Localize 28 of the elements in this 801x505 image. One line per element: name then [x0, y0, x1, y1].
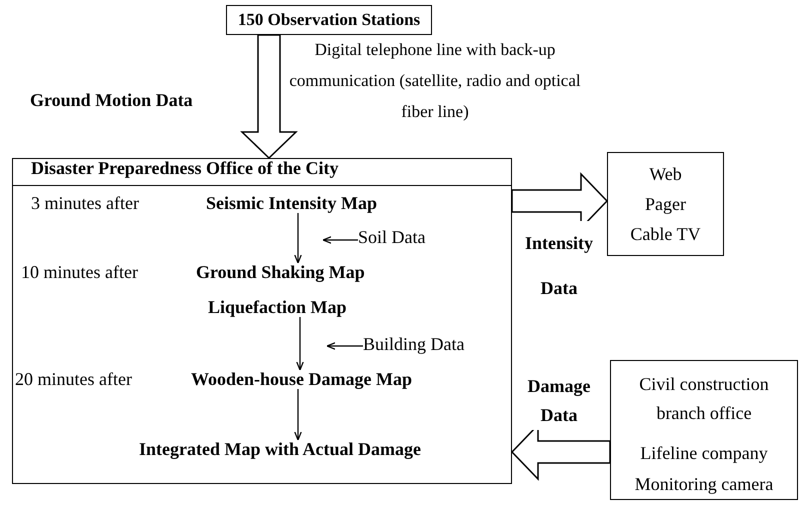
data-source-text: Soil Data: [358, 228, 426, 247]
map-name: Wooden-house Damage Map: [191, 370, 412, 389]
item-text: Cable TV: [629, 223, 702, 246]
time-text: 3 minutes after: [31, 194, 139, 213]
item-text: Pager: [644, 193, 687, 216]
item-text: Civil construction branch office: [638, 373, 770, 425]
time-text: 20 minutes after: [15, 370, 132, 389]
arrow: [296, 317, 304, 371]
map-name: Liquefaction Map: [208, 298, 347, 317]
map-name: Integrated Map with Actual Damage: [139, 440, 421, 459]
arrow: [326, 342, 363, 350]
service-box: [610, 360, 798, 500]
item-text: Monitoring camera: [634, 473, 774, 496]
data-source-text: Building Data: [363, 335, 464, 354]
time-text: 10 minutes after: [21, 263, 138, 282]
block-arrow: [240, 34, 298, 160]
map-name: Seismic Intensity Map: [206, 194, 377, 213]
item-text: Web: [648, 163, 683, 186]
arrow: [294, 389, 302, 441]
map-name: Ground Shaking Map: [196, 263, 365, 282]
station-box: 150 Observation Stations: [226, 5, 432, 35]
office-box: [12, 158, 512, 484]
arrow: [322, 236, 358, 244]
note-text: Digital telephone line with back-up communication (satellite, radio and optical fiber line): [288, 39, 582, 123]
service-box: [607, 152, 724, 256]
item-text: Lifeline company: [639, 442, 769, 465]
office-heading: Disaster Preparedness Office of the City: [31, 159, 338, 178]
arrow: [294, 213, 302, 264]
